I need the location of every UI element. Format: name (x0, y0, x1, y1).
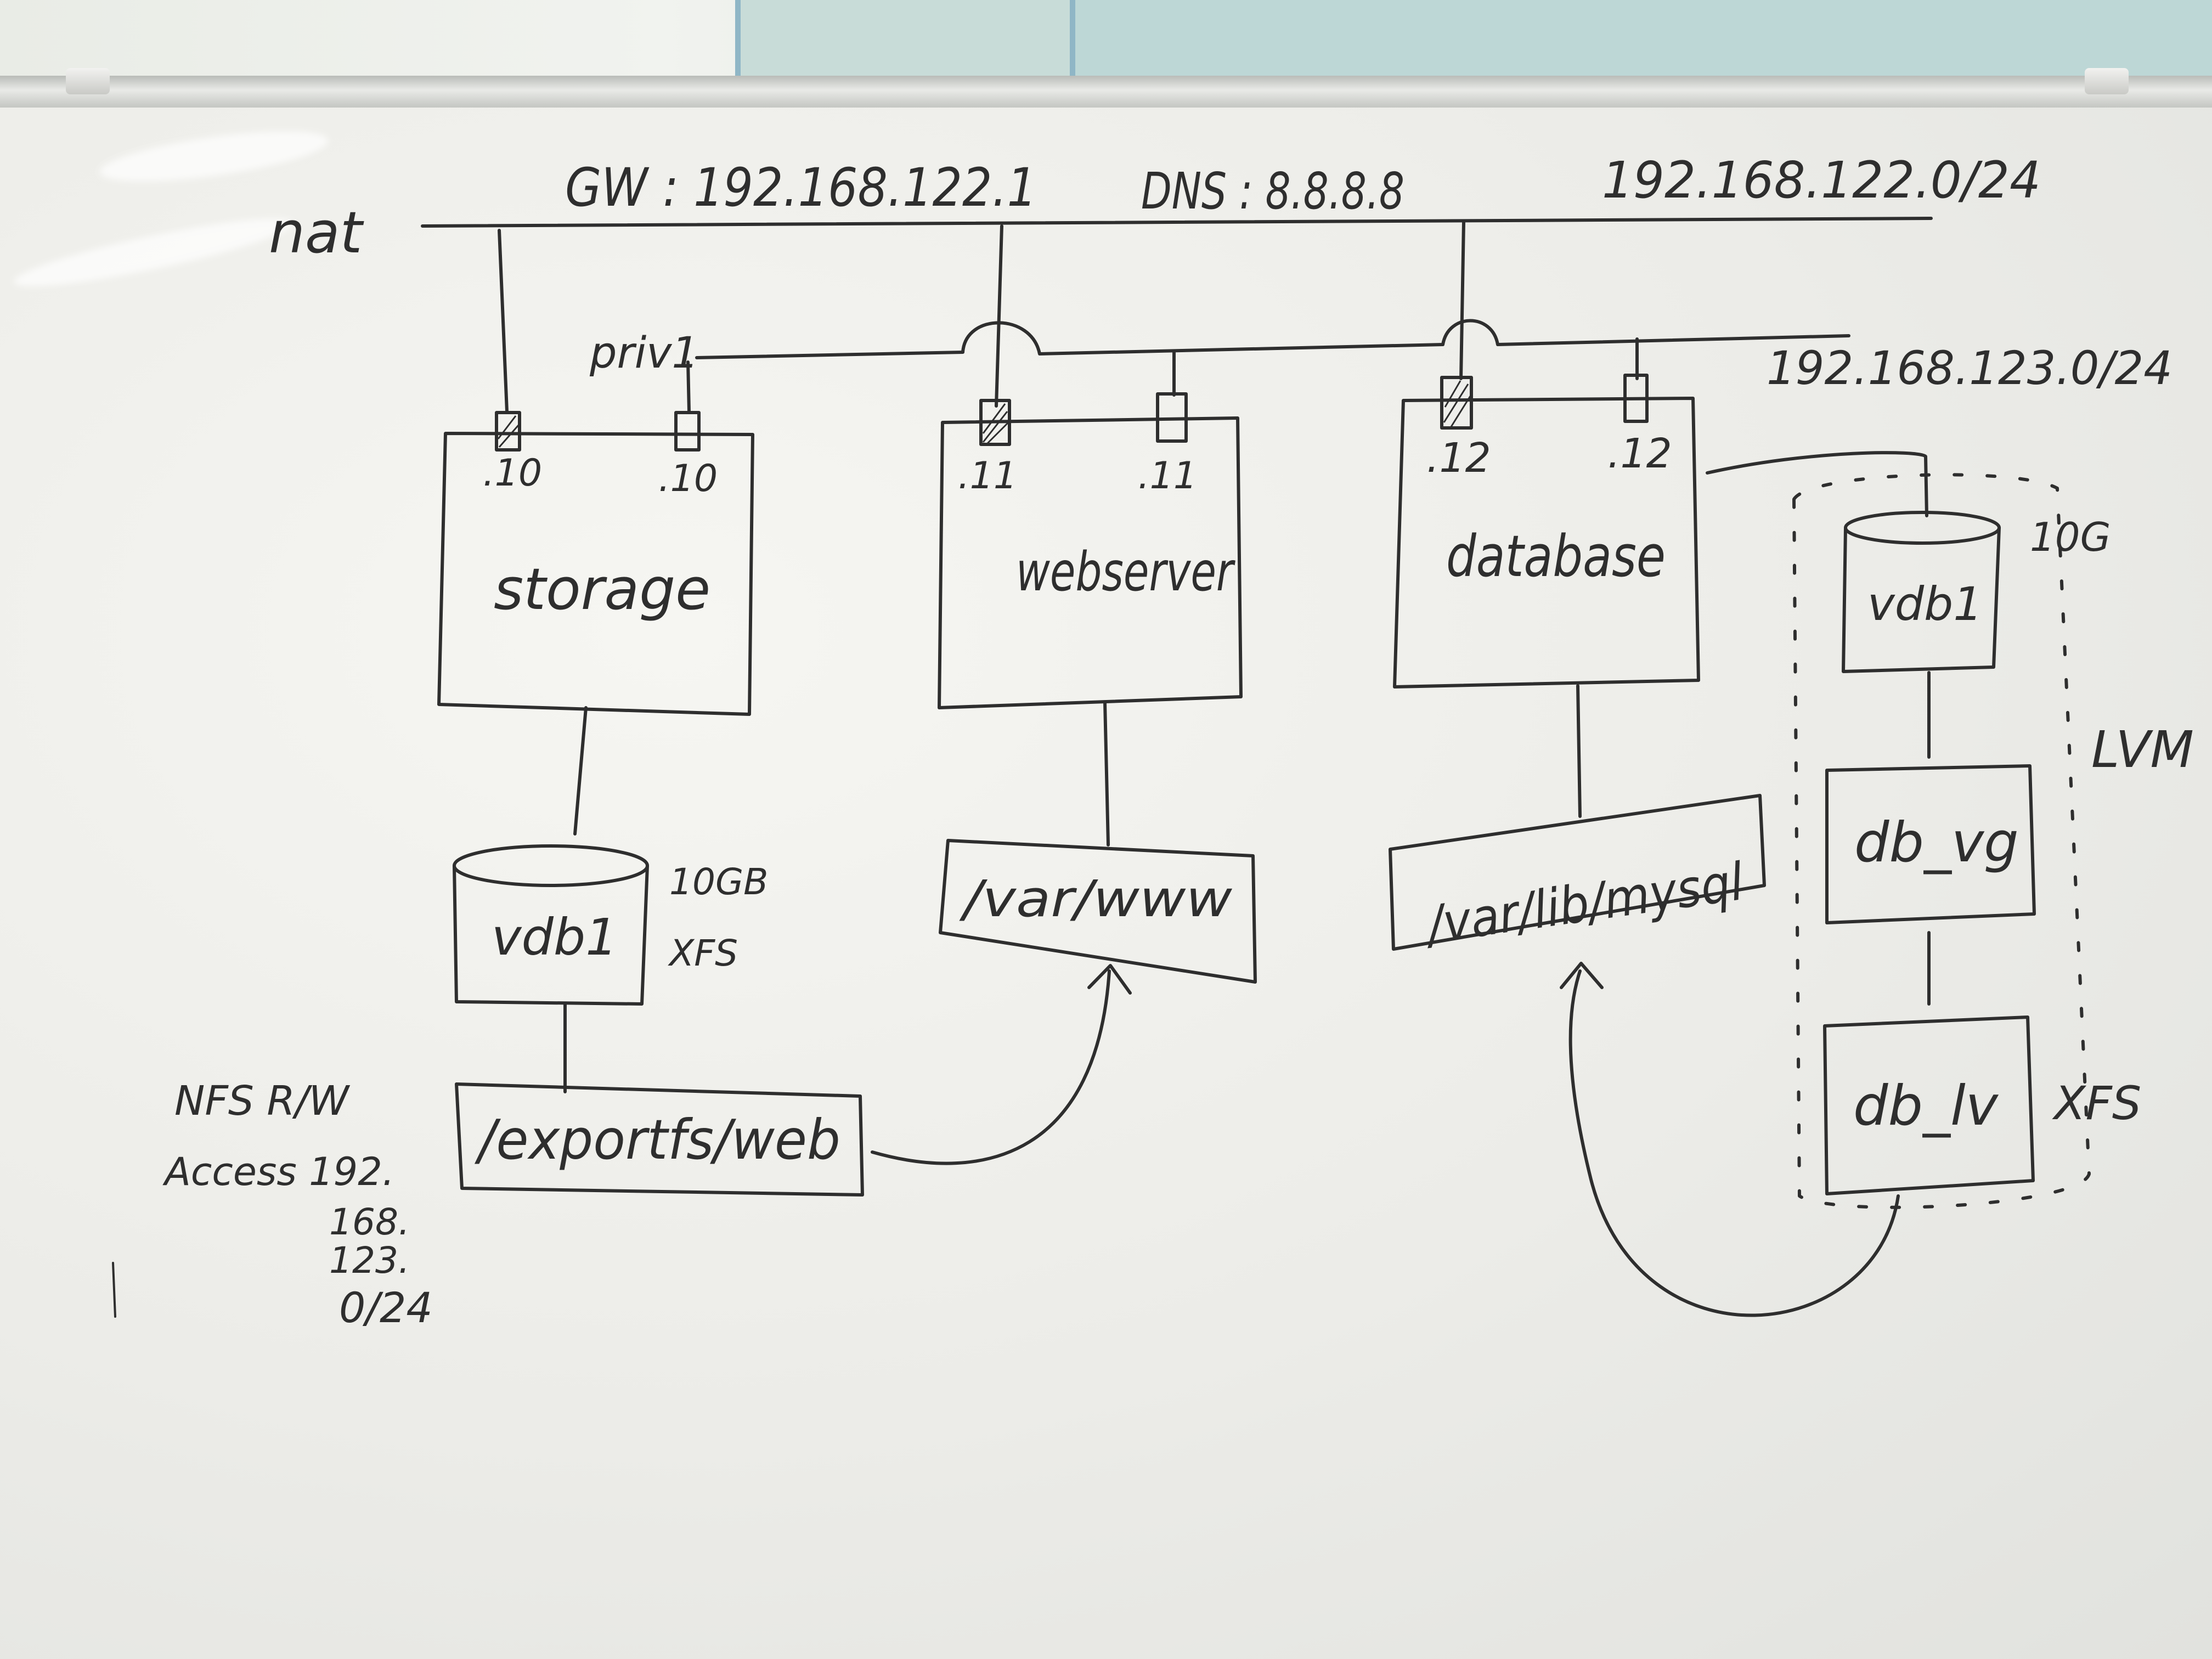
nfs-mount-arrow (871, 969, 1111, 1165)
frame-clip (2085, 68, 2129, 94)
storage-host-box (437, 432, 754, 716)
database-host-box (1393, 397, 1700, 689)
priv1-network-line (695, 319, 1850, 359)
webserver-host-box (938, 416, 1243, 709)
window-pane (1070, 0, 2212, 82)
storage-nic-priv (674, 411, 701, 452)
storage-disk-name: vdb1 (492, 908, 618, 967)
database-nic-nat (1440, 376, 1473, 430)
lvm-disk-top (1844, 511, 2001, 545)
storage-disk-link (573, 706, 588, 836)
vg-box (1825, 764, 2036, 924)
web-mount-label: /var/www (959, 870, 1233, 928)
nfs-access-line-1: Access 192. (162, 1149, 394, 1194)
database-mount-link (1576, 684, 1582, 818)
storage-disk-size: 10GB (669, 861, 768, 903)
lvm-label: LVM (2091, 720, 2194, 779)
storage-host-name: storage (494, 556, 710, 623)
stray-mark (112, 1262, 116, 1318)
nic-hatching (497, 380, 1471, 448)
lvm-disk-body (1842, 526, 2001, 673)
vg-label: db_vg (1854, 810, 2019, 874)
nat-network-line (421, 217, 1933, 228)
lv-box (1823, 1015, 2035, 1195)
priv1-label: priv1 (589, 329, 699, 378)
gateway-label: GW : 192.168.122.1 (565, 157, 1037, 218)
webserver-ip-priv: .11 (1138, 454, 1197, 498)
export-path-box (455, 1082, 864, 1197)
db-lvm-link (1706, 451, 1928, 517)
lvm-mount-arrow (1568, 969, 1900, 1317)
webserver-ip-nat: .11 (958, 454, 1017, 498)
db-mount-box (1389, 794, 1766, 951)
storage-nat-drop (498, 229, 509, 413)
db-mount-label: /var/lib/mysql (1420, 852, 1747, 956)
storage-ip-priv: .10 (658, 457, 718, 500)
lv-fs-label: XFS (2052, 1076, 2141, 1130)
storage-nic-nat (495, 411, 521, 452)
storage-disk-fs: XFS (668, 932, 738, 974)
lvm-group-boundary (1792, 473, 2091, 1209)
storage-disk-top (453, 844, 649, 887)
webserver-nat-drop (995, 224, 1003, 408)
lvm-disk-size: 10G (2030, 514, 2111, 560)
database-nat-drop (1459, 221, 1465, 380)
window-pane (735, 0, 1103, 82)
database-ip-nat: .12 (1426, 435, 1491, 482)
whiteboard-frame (0, 76, 2212, 108)
web-mount-box (939, 839, 1257, 984)
nat-label: nat (269, 199, 364, 266)
webserver-mount-link (1103, 701, 1110, 847)
lvm-disk-name: vdb1 (1867, 577, 1983, 631)
storage-disk-body (453, 864, 649, 1006)
nfs-access-line-4: 0/24 (339, 1283, 433, 1332)
priv1-subnet-label: 192.168.123.0/24 (1767, 341, 2172, 395)
nfs-access-line-2: 168. (329, 1201, 410, 1243)
lvm-arrow-head (1560, 962, 1604, 989)
export-path-label: /exportfs/web (474, 1108, 840, 1172)
whiteboard-surface (0, 76, 2212, 1659)
lv-label: db_lv (1853, 1074, 1999, 1138)
webserver-host-name: webserver (1016, 541, 1235, 603)
nfs-access-line-3: 123. (329, 1239, 410, 1282)
database-host-name: database (1446, 523, 1666, 590)
nfs-permission-note: NFS R/W (174, 1077, 351, 1125)
database-ip-priv: .12 (1607, 430, 1672, 477)
nat-subnet-label: 192.168.122.0/24 (1602, 151, 2041, 210)
frame-clip (66, 68, 110, 94)
storage-priv-drop (686, 360, 691, 413)
storage-ip-nat: .10 (483, 452, 542, 495)
nfs-arrow-head (1087, 964, 1132, 995)
dns-label: DNS : 8.8.8.8 (1141, 162, 1404, 221)
